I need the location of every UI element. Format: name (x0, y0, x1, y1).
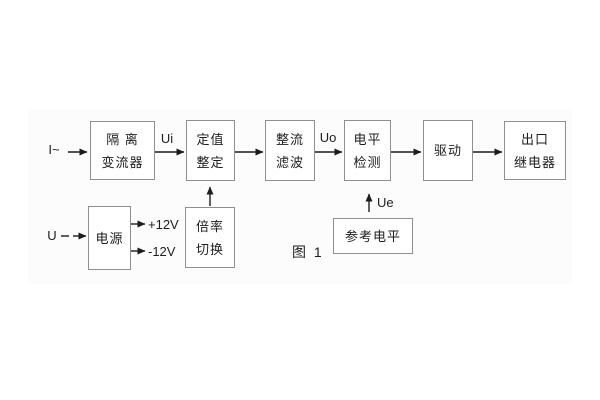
block-output-relay-line2: 继电器 (513, 154, 556, 170)
label-rail-positive: +12V (148, 217, 179, 232)
label-rail-negative: -12V (148, 244, 176, 259)
label-uo: Uo (319, 130, 337, 145)
label-ue: Ue (377, 195, 394, 210)
block-setpoint-adjust-line1: 定值 (196, 131, 225, 147)
block-setpoint-adjust: 定值 整定 (186, 120, 235, 181)
label-input-current: I~ (48, 142, 60, 157)
block-level-detect: 电平 检测 (344, 120, 391, 181)
block-output-relay: 出口 继电器 (504, 121, 566, 180)
block-power-supply: 电源 (88, 206, 131, 270)
block-reference-level-line1: 参考电平 (344, 228, 401, 244)
block-reference-level: 参考电平 (333, 218, 413, 254)
figure-caption: 图 1 (292, 244, 324, 260)
label-ui: Ui (160, 131, 174, 146)
block-rectify-filter: 整流 滤波 (265, 120, 315, 181)
block-rectify-filter-line1: 整流 (275, 131, 304, 147)
block-output-relay-line1: 出口 (520, 131, 549, 147)
block-drive: 驱动 (423, 120, 473, 181)
block-isolation-transformer-line2: 变流器 (101, 154, 144, 170)
block-power-supply-line1: 电源 (95, 230, 124, 246)
block-ratio-switch-line2: 切换 (195, 241, 224, 257)
block-isolation-transformer: 隔 离 变流器 (90, 121, 155, 180)
block-ratio-switch: 倍率 切换 (185, 207, 235, 268)
block-drive-line1: 驱动 (433, 143, 462, 158)
block-level-detect-line2: 检测 (353, 154, 382, 170)
block-isolation-transformer-line1: 隔 离 (106, 131, 139, 147)
label-input-voltage: U (47, 228, 57, 243)
block-level-detect-line1: 电平 (353, 131, 382, 147)
block-rectify-filter-line2: 滤波 (275, 154, 304, 170)
block-ratio-switch-line1: 倍率 (195, 218, 224, 234)
block-setpoint-adjust-line2: 整定 (196, 154, 225, 170)
